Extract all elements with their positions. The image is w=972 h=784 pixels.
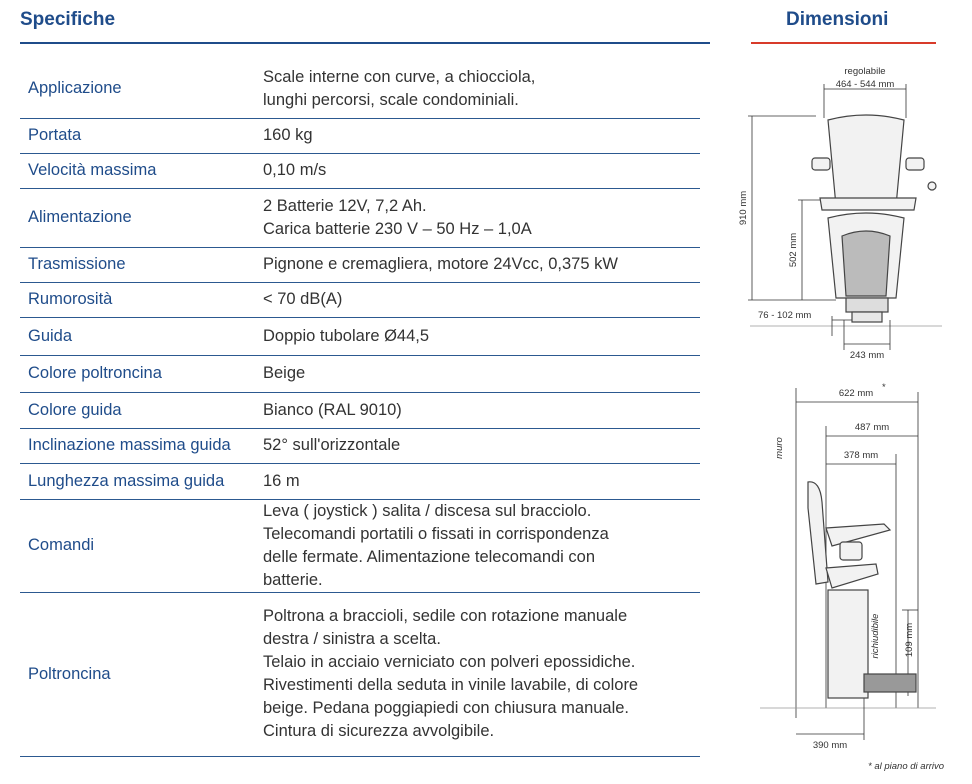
dim-622-label: 622 mm [839,388,873,399]
spec-value-line: < 70 dB(A) [263,290,343,308]
width-range-label: 464 - 544 mm [836,79,895,90]
spec-value: Scale interne con curve, a chiocciola, lu… [255,60,700,118]
spec-value-line: batterie. [263,570,323,589]
dim-378-label: 378 mm [844,450,878,461]
spec-value-line: Telecomandi portatili o fissati in corri… [263,524,609,543]
spec-label: Colore guida [28,400,122,419]
dim-109-label: 109 mm [904,623,915,657]
spec-value-line: 160 kg [263,126,313,144]
spec-value-line: Poltrona a braccioli, sedile con rotazio… [263,607,628,625]
spec-value-line: Carica batterie 230 V – 50 Hz – 1,0A [263,219,532,238]
specs-table: Applicazione Scale interne con curve, a c… [20,60,700,757]
spec-row: Velocità massima 0,10 m/s [20,153,700,188]
spec-label: Trasmissione [28,255,126,273]
spec-row: Comandi Leva ( joystick ) salita / disces… [20,499,700,592]
spec-label: Rumorosità [28,290,113,308]
spec-label: Comandi [28,536,95,554]
wall-label: muro [774,437,785,459]
spec-row: Alimentazione 2 Batterie 12V, 7,2 Ah. Cari… [20,188,700,247]
spec-value: < 70 dB(A) [255,282,700,317]
spec-row: Applicazione Scale interne con curve, a c… [20,60,700,118]
spec-value-line: destra / sinistra a scelta. [263,630,441,648]
spec-row: Colore poltroncina Beige [20,355,700,392]
specs-heading: Specifiche [20,9,116,30]
spec-value-line: delle fermate. Alimentazione telecomandi… [263,547,596,566]
spec-label: Alimentazione [28,208,132,226]
spec-value: Pignone e cremagliera, motore 24Vcc, 0,3… [255,247,700,282]
dimensions-heading-rule [751,42,936,44]
spec-label: Guida [28,326,73,345]
spec-value: Doppio tubolare Ø44,5 [255,317,700,355]
spec-row: Guida Doppio tubolare Ø44,5 [20,317,700,355]
spec-value-line: Doppio tubolare Ø44,5 [263,326,430,345]
spec-value-line: 16 m [263,471,300,490]
spec-label: Poltroncina [28,664,111,683]
specs-heading-rule [20,42,710,44]
spec-label: Colore poltroncina [28,364,162,382]
regolabile-label: regolabile [844,66,885,77]
spec-value-line: Pignone e cremagliera, motore 24Vcc, 0,3… [263,255,618,273]
spec-value-line: Rivestimenti della seduta in vinile lava… [263,676,639,694]
spec-value: 160 kg [255,118,700,153]
spec-row: Poltroncina Poltrona a braccioli, sedile … [20,592,700,756]
front-view-diagram: regolabile 464 - 544 mm 910 mm 502 mm 76… [738,66,942,361]
spec-value-line: 52° sull'orizzontale [263,436,401,454]
spec-value-line: 0,10 m/s [263,161,327,179]
spec-row: Colore guida Bianco (RAL 9010) [20,392,700,428]
base-width-label: 243 mm [850,350,884,361]
height-total-label: 910 mm [738,191,749,225]
footnote-label: * al piano di arrivo [868,761,944,772]
dimensions-heading: Dimensioni [786,9,889,30]
seat-height-label: 502 mm [788,233,799,267]
spec-row: Trasmissione Pignone e cremagliera, motor… [20,247,700,282]
spec-value-line: 2 Batterie 12V, 7,2 Ah. [263,196,427,215]
dim-622-asterisk: * [882,382,886,393]
spec-value: Bianco (RAL 9010) [255,392,700,428]
dim-390-label: 390 mm [813,740,847,751]
spec-label: Velocità massima [28,161,157,179]
spec-label: Applicazione [28,79,122,98]
spec-value: Beige [255,355,700,392]
spec-value: Poltrona a braccioli, sedile con rotazio… [255,592,700,756]
spec-row: Lunghezza massima guida 16 m [20,463,700,499]
spec-value: Leva ( joystick ) salita / discesa sul b… [255,499,700,592]
spec-row: Inclinazione massima guida 52° sull'orizz… [20,428,700,463]
folded-label: richiudibile [870,614,881,659]
spec-value: 2 Batterie 12V, 7,2 Ah. Carica batterie 2… [255,188,700,247]
spec-value-line: Bianco (RAL 9010) [263,400,402,419]
spec-value-line: beige. Pedana poggiapiedi con chiusura m… [263,699,630,717]
dim-487-label: 487 mm [855,422,889,433]
spec-value-line: Scale interne con curve, a chiocciola, [263,67,536,86]
spec-row: Portata 160 kg [20,118,700,153]
side-view-diagram: 622 mm * 487 mm 378 mm muro richiudibile… [760,382,944,772]
rail-offset-label: 76 - 102 mm [758,310,811,321]
spec-label: Inclinazione massima guida [28,436,231,454]
spec-label: Lunghezza massima guida [28,471,225,490]
spec-label: Portata [28,126,82,144]
spec-value: 16 m [255,463,700,499]
spec-value: 52° sull'orizzontale [255,428,700,463]
spec-value-line: Cintura di sicurezza avvolgibile. [263,722,495,740]
spec-value-line: Beige [263,364,306,382]
spec-value-line: Leva ( joystick ) salita / discesa sul b… [263,501,592,520]
spec-row: Rumorosità < 70 dB(A) [20,282,700,317]
spec-value-line: Telaio in acciaio verniciato con polveri… [263,653,636,671]
spec-value: 0,10 m/s [255,153,700,188]
spec-value-line: lunghi percorsi, scale condominiali. [263,90,519,109]
